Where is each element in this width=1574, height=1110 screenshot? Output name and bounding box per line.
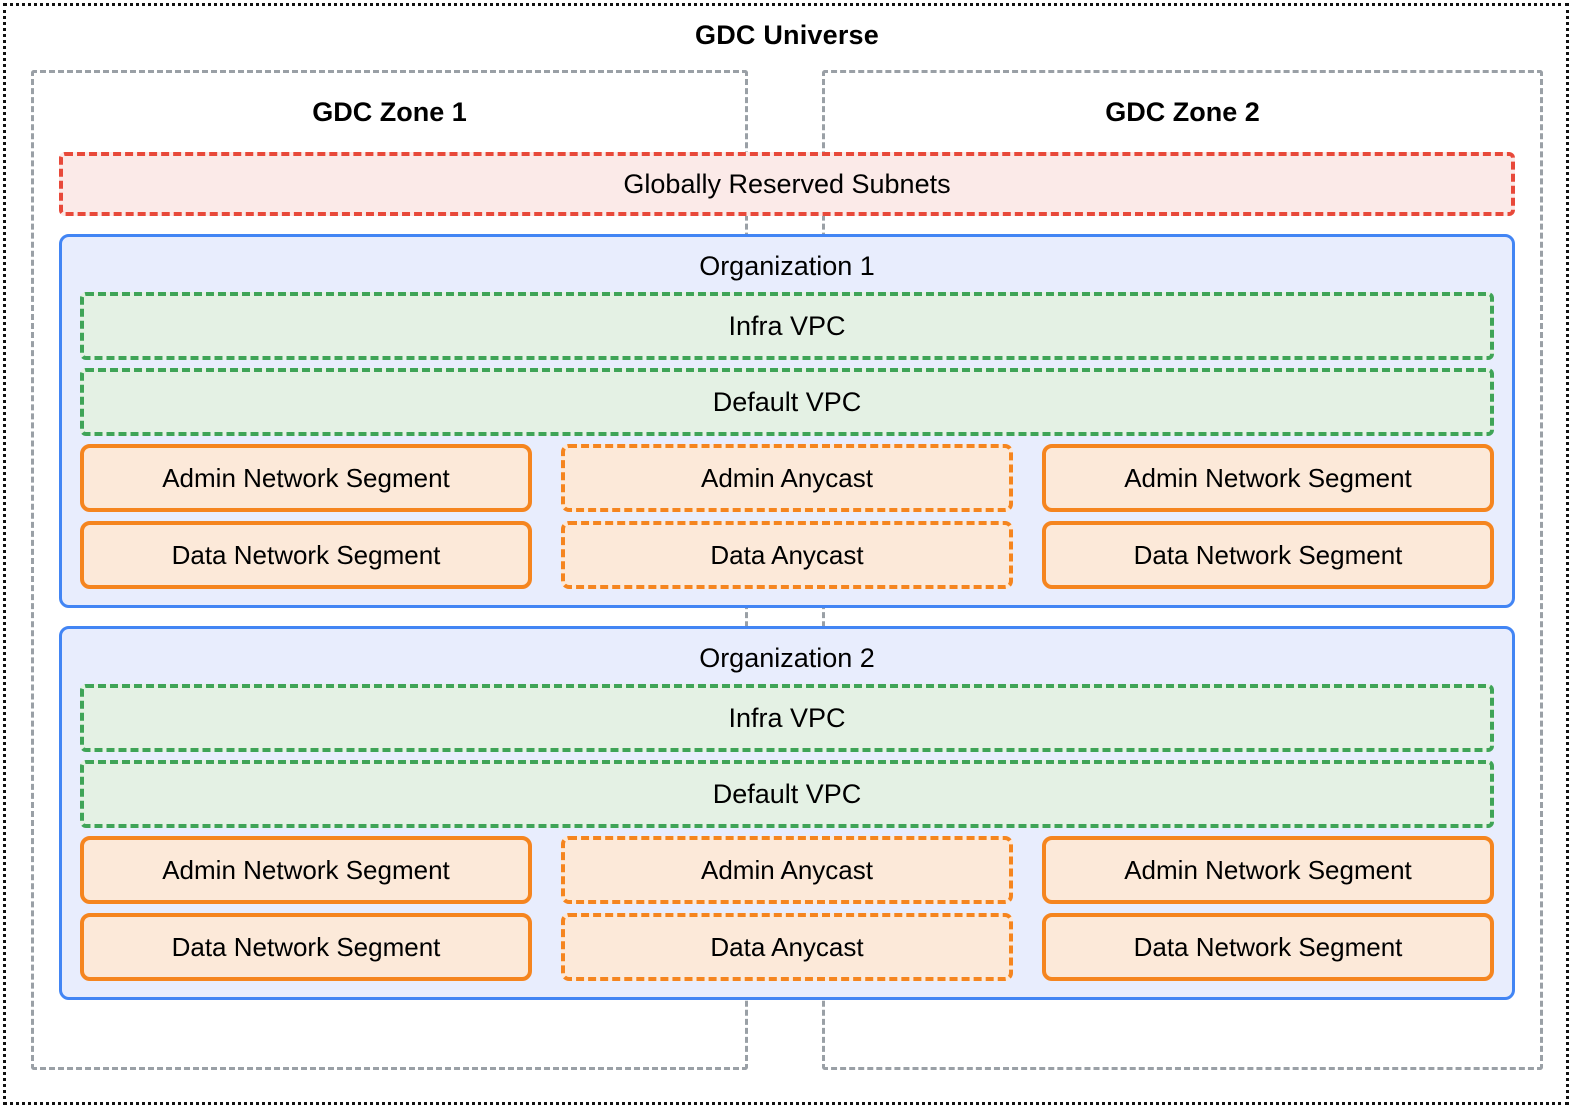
org1-data-anycast: Data Anycast	[561, 521, 1013, 589]
org2-zone2-admin-network-segment: Admin Network Segment	[1042, 836, 1494, 904]
organization-2-default-vpc: Default VPC	[80, 760, 1494, 828]
org2-zone2-data-network-segment: Data Network Segment	[1042, 913, 1494, 981]
org1-zone1-admin-network-segment: Admin Network Segment	[80, 444, 532, 512]
organization-2-title: Organization 2	[699, 643, 875, 673]
organization-1-default-vpc: Default VPC	[80, 368, 1494, 436]
gdc-universe-title: GDC Universe	[695, 20, 879, 50]
organization-1-infra-vpc: Infra VPC	[80, 292, 1494, 360]
org2-admin-anycast: Admin Anycast	[561, 836, 1013, 904]
default-vpc-label: Default VPC	[712, 386, 862, 417]
default-vpc-label: Default VPC	[712, 778, 862, 809]
organization-2-infra-vpc: Infra VPC	[80, 684, 1494, 752]
infra-vpc-label: Infra VPC	[728, 702, 846, 733]
organization-1-title: Organization 1	[699, 251, 875, 281]
diagram-content-stack: Globally Reserved Subnets Organization 1…	[59, 152, 1515, 1000]
gdc-universe-frame	[3, 3, 1569, 1105]
org2-zone1-admin-network-segment: Admin Network Segment	[80, 836, 532, 904]
organization-2-panel: Organization 2 Infra VPC Default VPC Adm…	[59, 626, 1515, 1000]
globally-reserved-subnets-box: Globally Reserved Subnets	[59, 152, 1515, 216]
org1-zone2-admin-network-segment: Admin Network Segment	[1042, 444, 1494, 512]
organization-2-segment-grid: Admin Network Segment Admin Anycast Admi…	[80, 836, 1494, 981]
globally-reserved-subnets-label: Globally Reserved Subnets	[623, 168, 951, 199]
org1-zone1-data-network-segment: Data Network Segment	[80, 521, 532, 589]
infra-vpc-label: Infra VPC	[728, 310, 846, 341]
organization-1-panel: Organization 1 Infra VPC Default VPC Adm…	[59, 234, 1515, 608]
org1-zone2-data-network-segment: Data Network Segment	[1042, 521, 1494, 589]
organization-1-segment-grid: Admin Network Segment Admin Anycast Admi…	[80, 444, 1494, 589]
org1-admin-anycast: Admin Anycast	[561, 444, 1013, 512]
gdc-zone-1-label: GDC Zone 1	[312, 97, 467, 127]
org2-zone1-data-network-segment: Data Network Segment	[80, 913, 532, 981]
org2-data-anycast: Data Anycast	[561, 913, 1013, 981]
gdc-zone-2-label: GDC Zone 2	[1105, 97, 1260, 127]
